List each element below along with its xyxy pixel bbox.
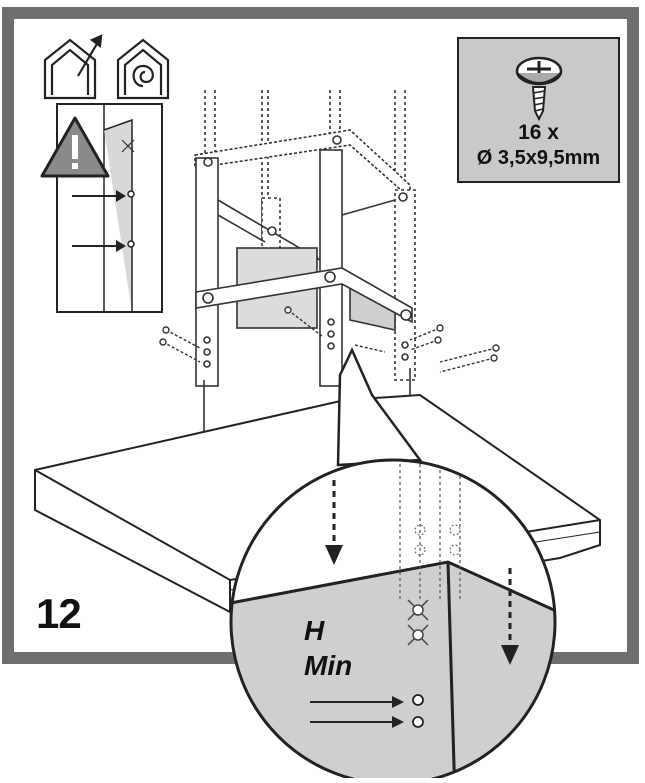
screws-with-arrows: [159, 306, 500, 373]
screw-spec-box: 16 x Ø 3,5x9,5mm: [457, 37, 620, 183]
warning-panel: [56, 103, 163, 313]
magnifier-pointer: [336, 347, 423, 467]
min-label: Min: [304, 650, 353, 681]
house-recirculation-icon: [116, 38, 170, 100]
step-number: 12: [36, 590, 82, 637]
screw-icon: [515, 56, 563, 122]
chimney-frame: [194, 90, 416, 387]
house-hood-install-icon: [43, 34, 103, 100]
warning-triangle-icon: [40, 116, 110, 178]
h-label: H: [304, 615, 325, 646]
screw-size: Ø 3,5x9,5mm: [476, 147, 601, 169]
screw-quantity: 16 x: [518, 121, 559, 144]
